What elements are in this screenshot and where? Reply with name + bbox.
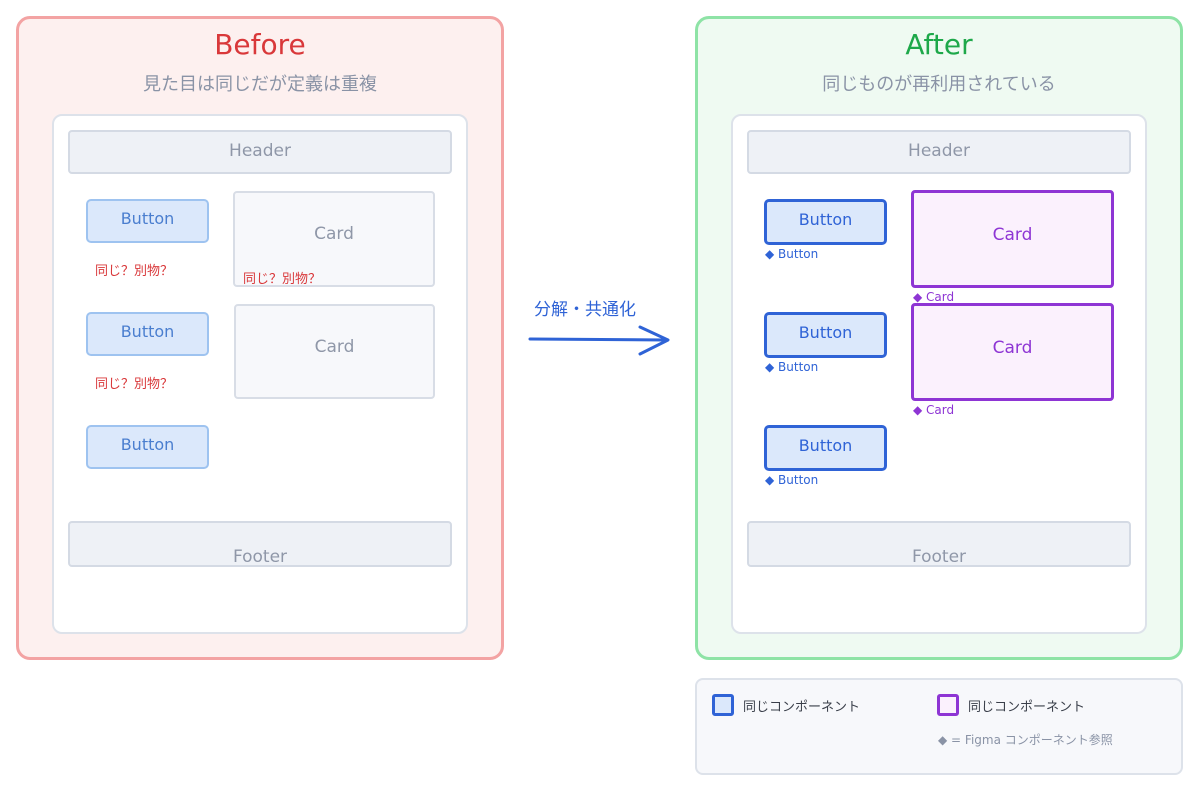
legend-blue-label: 同じコンポーネント: [743, 700, 861, 715]
before-button: Button: [86, 199, 209, 243]
after-header: Header: [747, 130, 1131, 174]
arrow-label: 分解・共通化: [534, 300, 636, 320]
before-button: Button: [86, 425, 209, 469]
button-component-ref: ◆ Button: [765, 247, 819, 261]
before-footer: Footer: [68, 521, 452, 567]
right-arrow-icon: [528, 325, 670, 356]
before-duplicate-note: 同じ？別物？: [243, 272, 322, 287]
legend-purple-label: 同じコンポーネント: [968, 700, 1086, 715]
after-footer: Footer: [747, 521, 1131, 567]
after-card: Card: [911, 190, 1114, 288]
before-header: Header: [68, 130, 452, 174]
before-button: Button: [86, 312, 209, 356]
before-title: Before: [214, 28, 306, 61]
card-component-ref: ◆ Card: [913, 403, 955, 417]
before-duplicate-note: 同じ？別物？: [95, 377, 174, 392]
before-card: Card: [233, 191, 435, 287]
after-button: Button: [764, 199, 887, 245]
button-component-ref: ◆ Button: [765, 360, 819, 374]
legend-note: ◆ = Figma コンポーネント参照: [938, 733, 1113, 747]
after-card: Card: [911, 303, 1114, 401]
after-title: After: [905, 28, 973, 61]
after-subtitle: 同じものが再利用されている: [822, 74, 1056, 95]
purple-component-swatch: [937, 694, 959, 716]
legend: [695, 678, 1183, 775]
before-duplicate-note: 同じ？別物？: [95, 264, 174, 279]
after-button: Button: [764, 312, 887, 358]
after-button: Button: [764, 425, 887, 471]
before-card: Card: [234, 304, 435, 399]
button-component-ref: ◆ Button: [765, 473, 819, 487]
card-component-ref: ◆ Card: [913, 290, 955, 304]
blue-component-swatch: [712, 694, 734, 716]
before-subtitle: 見た目は同じだが定義は重複: [143, 74, 377, 95]
